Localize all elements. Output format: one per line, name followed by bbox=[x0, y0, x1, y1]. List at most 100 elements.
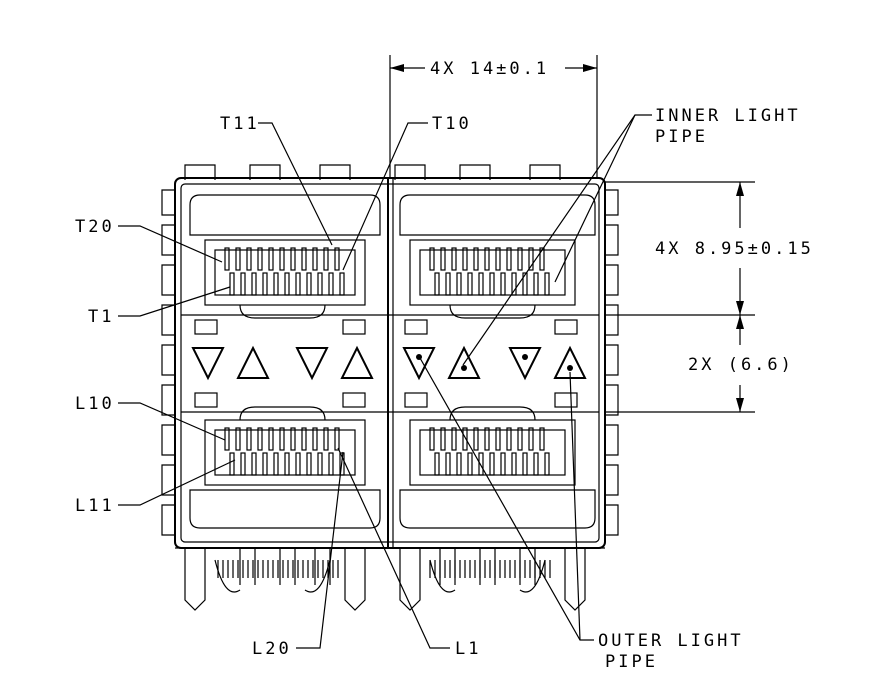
contact-pin bbox=[462, 247, 468, 271]
label-t20: T20 bbox=[75, 217, 115, 237]
contact-pin bbox=[279, 427, 285, 451]
contact-pin bbox=[224, 427, 230, 451]
contact-pin bbox=[301, 247, 307, 271]
bottom-legs bbox=[175, 547, 605, 611]
label-inner-light-pipe-line1: INNER LIGHT bbox=[655, 106, 801, 126]
contact-pin bbox=[295, 272, 301, 296]
label-outer-light-pipe-line2: PIPE bbox=[605, 652, 658, 672]
contact-pin bbox=[533, 272, 539, 296]
contact-pin bbox=[240, 272, 246, 296]
contact-pin bbox=[257, 247, 263, 271]
contact-pin bbox=[262, 452, 268, 476]
light-pipe-triangle bbox=[191, 347, 225, 381]
contact-pin bbox=[306, 452, 312, 476]
contact-pin bbox=[262, 272, 268, 296]
contact-pin bbox=[312, 427, 318, 451]
contact-pin bbox=[284, 452, 290, 476]
contact-pins bbox=[224, 247, 550, 476]
contact-pin bbox=[317, 452, 323, 476]
contact-pin bbox=[528, 427, 534, 451]
contact-pin bbox=[279, 247, 285, 271]
contact-pin bbox=[323, 427, 329, 451]
contact-pin bbox=[290, 427, 296, 451]
contact-pin bbox=[229, 272, 235, 296]
contact-pin bbox=[544, 452, 550, 476]
contact-pin bbox=[235, 247, 241, 271]
contact-pin bbox=[334, 247, 340, 271]
contact-pin bbox=[246, 427, 252, 451]
dimension-gap: 2X (6.6) bbox=[688, 355, 794, 375]
contact-pin bbox=[268, 247, 274, 271]
contact-pin bbox=[240, 452, 246, 476]
contact-pin bbox=[473, 247, 479, 271]
contact-pin bbox=[484, 427, 490, 451]
contact-pin bbox=[495, 247, 501, 271]
contact-pin bbox=[268, 427, 274, 451]
contact-pin bbox=[473, 427, 479, 451]
contact-pin bbox=[328, 452, 334, 476]
contact-pin bbox=[522, 272, 528, 296]
contact-pin bbox=[539, 427, 545, 451]
contact-pin bbox=[306, 272, 312, 296]
contact-pin bbox=[478, 272, 484, 296]
light-pipe-triangle bbox=[236, 345, 270, 379]
contact-pin bbox=[522, 452, 528, 476]
label-l20: L20 bbox=[252, 639, 292, 659]
contact-pin bbox=[251, 452, 257, 476]
contact-pin bbox=[484, 247, 490, 271]
leader-lines bbox=[118, 114, 652, 649]
contact-pin bbox=[506, 427, 512, 451]
label-t11: T11 bbox=[220, 114, 260, 134]
contact-pin bbox=[323, 247, 329, 271]
contact-pin bbox=[539, 247, 545, 271]
contact-pin bbox=[295, 452, 301, 476]
dimension-pitch: 4X 14±0.1 bbox=[430, 59, 549, 79]
contact-pin bbox=[301, 427, 307, 451]
light-pipe-triangle bbox=[340, 345, 374, 379]
dimension-port-height: 4X 8.95±0.15 bbox=[655, 239, 814, 259]
contact-pin bbox=[246, 247, 252, 271]
light-pipe-triangle bbox=[447, 345, 481, 379]
contact-pin bbox=[273, 452, 279, 476]
contact-pin bbox=[440, 427, 446, 451]
light-pipe-triangle bbox=[295, 347, 329, 381]
contact-pin bbox=[500, 452, 506, 476]
label-t1: T1 bbox=[88, 307, 114, 327]
contact-pin bbox=[284, 272, 290, 296]
contact-pin bbox=[478, 452, 484, 476]
contact-pin bbox=[445, 452, 451, 476]
contact-pin bbox=[456, 272, 462, 296]
contact-pin bbox=[500, 272, 506, 296]
label-outer-light-pipe-line1: OUTER LIGHT bbox=[598, 631, 744, 651]
contact-pin bbox=[235, 427, 241, 451]
contact-pin bbox=[273, 272, 279, 296]
contact-pin bbox=[328, 272, 334, 296]
contact-pin bbox=[451, 427, 457, 451]
label-l1: L1 bbox=[455, 639, 481, 659]
contact-pin bbox=[528, 247, 534, 271]
cage-outline bbox=[161, 164, 619, 549]
contact-pin bbox=[317, 272, 323, 296]
contact-pin bbox=[544, 272, 550, 296]
contact-pin bbox=[251, 272, 257, 296]
contact-pin bbox=[445, 272, 451, 296]
contact-pin bbox=[229, 452, 235, 476]
contact-pin bbox=[290, 247, 296, 271]
contact-pin bbox=[434, 272, 440, 296]
contact-pin bbox=[506, 247, 512, 271]
contact-pin bbox=[489, 272, 495, 296]
contact-pin bbox=[429, 247, 435, 271]
contact-pin bbox=[339, 272, 345, 296]
label-l10: L10 bbox=[75, 394, 115, 414]
contact-pin bbox=[224, 247, 230, 271]
contact-pin bbox=[257, 427, 263, 451]
contact-pin bbox=[467, 452, 473, 476]
label-t10: T10 bbox=[432, 114, 472, 134]
contact-pin bbox=[456, 452, 462, 476]
contact-pin bbox=[339, 452, 345, 476]
dimension-lines bbox=[389, 55, 755, 413]
contact-pin bbox=[467, 272, 473, 296]
contact-pin bbox=[440, 247, 446, 271]
